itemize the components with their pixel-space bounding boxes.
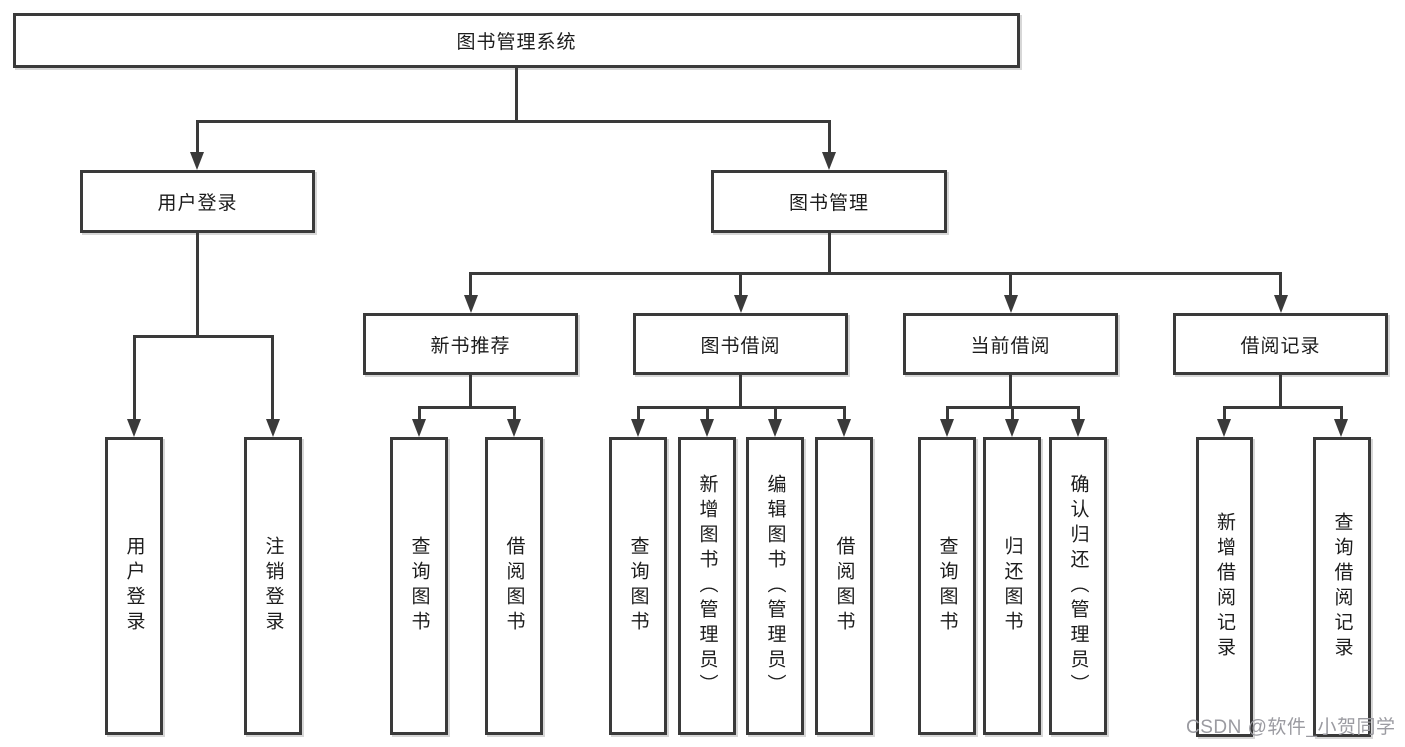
connector-line [1223, 406, 1343, 409]
node-label: 编辑图书（管理员） [764, 473, 786, 699]
node-add-borrow-record: 新增借阅记录 [1196, 437, 1253, 737]
node-query-books: 查询图书 [390, 437, 448, 735]
node-label: 新书推荐 [430, 335, 511, 357]
node-user-login: 用户登录 [80, 170, 315, 233]
arrowhead-down-icon [412, 419, 426, 437]
connector-line [828, 233, 831, 272]
arrowhead-down-icon [266, 419, 280, 437]
connector-line [1279, 272, 1282, 295]
node-label: 图书管理 [788, 193, 869, 214]
node-label: 借阅图书 [503, 536, 525, 636]
arrowhead-down-icon [507, 419, 521, 437]
connector-line [946, 406, 949, 419]
node-label: 借阅图书 [833, 536, 855, 636]
arrowhead-down-icon [190, 152, 204, 170]
node-book-management: 图书管理 [711, 170, 947, 233]
node-label: 查询图书 [627, 536, 649, 636]
node-add-book-admin: 新增图书（管理员） [678, 437, 736, 735]
connector-line [1279, 375, 1282, 406]
node-current-borrowing: 当前借阅 [903, 313, 1118, 375]
node-label: 新增图书（管理员） [696, 473, 718, 699]
node-label: 借阅记录 [1240, 335, 1321, 357]
node-confirm-return-admin: 确认归还（管理员） [1049, 437, 1107, 735]
connector-line [1223, 406, 1226, 419]
arrowhead-down-icon [768, 419, 782, 437]
connector-line [469, 272, 1282, 275]
node-edit-book-admin: 编辑图书（管理员） [746, 437, 804, 735]
node-label: 查询图书 [936, 536, 958, 636]
arrowhead-down-icon [1071, 419, 1085, 437]
connector-line [469, 272, 472, 295]
node-query-books: 查询图书 [609, 437, 667, 735]
connector-line [1009, 272, 1012, 295]
csdn-watermark: CSDN @软件_小贺同学 [1186, 717, 1396, 738]
connector-line [774, 406, 777, 419]
connector-line [739, 272, 742, 295]
connector-line [418, 406, 516, 409]
arrowhead-down-icon [1274, 295, 1288, 313]
node-label: 当前借阅 [970, 335, 1051, 357]
node-label: 确认归还（管理员） [1067, 473, 1089, 699]
node-label: 用户登录 [123, 536, 145, 636]
node-label: 查询图书 [408, 536, 430, 636]
arrowhead-down-icon [1004, 295, 1018, 313]
arrowhead-down-icon [1217, 419, 1231, 437]
connector-line [739, 375, 742, 406]
connector-line [637, 406, 640, 419]
node-borrowing-records: 借阅记录 [1173, 313, 1388, 375]
connector-line [828, 120, 831, 153]
connector-line [196, 233, 199, 335]
connector-line [1009, 375, 1012, 406]
node-label: 注销登录 [262, 536, 284, 636]
node-label: 归还图书 [1001, 536, 1023, 636]
node-library-management-system: 图书管理系统 [13, 13, 1020, 68]
node-label: 新增借阅记录 [1214, 512, 1235, 662]
node-borrow-books: 借阅图书 [815, 437, 873, 735]
connector-line [196, 120, 831, 123]
connector-line [418, 406, 421, 419]
connector-line [706, 406, 709, 419]
node-return-book: 归还图书 [983, 437, 1041, 735]
arrowhead-down-icon [127, 419, 141, 437]
connector-line [843, 406, 846, 419]
connector-line [1340, 406, 1343, 419]
connector-line [513, 406, 516, 419]
node-logout: 注销登录 [244, 437, 302, 735]
arrowhead-down-icon [734, 295, 748, 313]
arrowhead-down-icon [631, 419, 645, 437]
arrowhead-down-icon [700, 419, 714, 437]
node-query-borrow-record: 查询借阅记录 [1313, 437, 1371, 737]
node-label: 图书借阅 [700, 335, 781, 357]
connector-line [1011, 406, 1014, 419]
connector-line [515, 68, 518, 121]
connector-line [469, 375, 472, 406]
node-query-books: 查询图书 [918, 437, 976, 735]
arrowhead-down-icon [837, 419, 851, 437]
connector-line [1077, 406, 1080, 419]
node-label: 图书管理系统 [456, 32, 577, 53]
connector-line [271, 335, 274, 419]
connector-line [133, 335, 274, 338]
node-user-login-leaf: 用户登录 [105, 437, 163, 735]
node-borrow-books: 借阅图书 [485, 437, 543, 735]
node-book-borrowing: 图书借阅 [633, 313, 848, 375]
connector-line [196, 120, 199, 153]
node-label: 用户登录 [157, 193, 238, 214]
arrowhead-down-icon [940, 419, 954, 437]
node-label: 查询借阅记录 [1331, 512, 1353, 662]
arrowhead-down-icon [1334, 419, 1348, 437]
arrowhead-down-icon [1005, 419, 1019, 437]
arrowhead-down-icon [464, 295, 478, 313]
connector-line [133, 335, 136, 419]
arrowhead-down-icon [822, 152, 836, 170]
node-new-book-recommendation: 新书推荐 [363, 313, 578, 375]
connector-line [637, 406, 846, 409]
